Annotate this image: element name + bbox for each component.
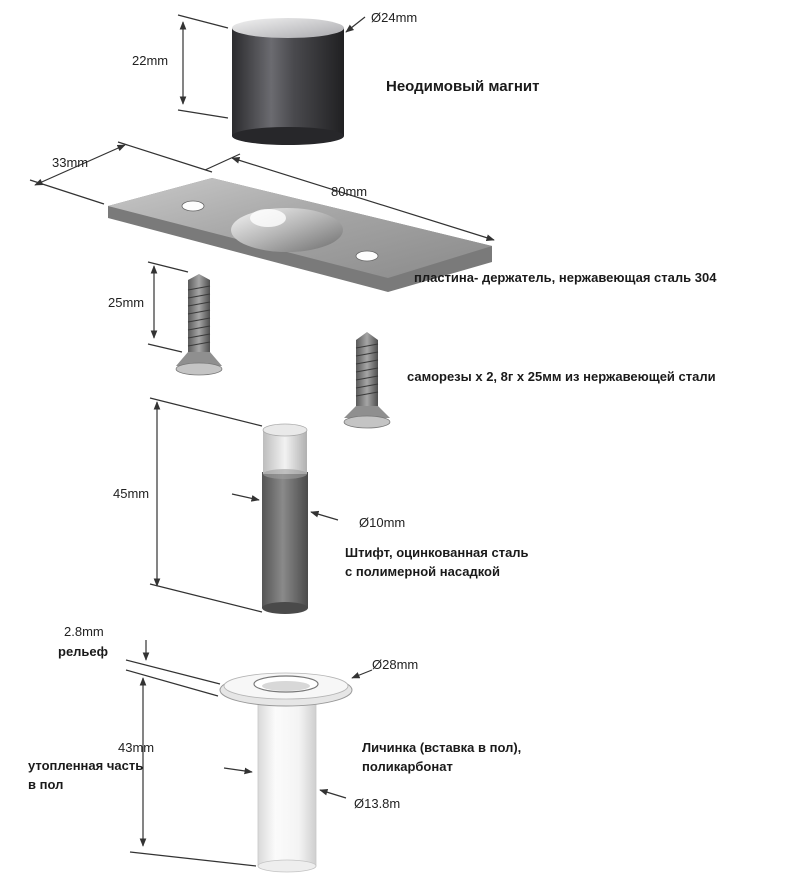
magnet-height-dimension xyxy=(177,14,229,119)
insert-diameter-arrows xyxy=(223,669,373,799)
pin-name-line2: с полимерной насадкой xyxy=(345,564,500,579)
plate-length-label: 80mm xyxy=(331,184,368,199)
screws-name: саморезы х 2, 8г х 25мм из нержавеющей с… xyxy=(407,369,716,384)
insert-relief-caption: рельеф xyxy=(58,644,109,659)
magnet-diameter-label: Ø24mm xyxy=(371,10,418,25)
insert-depth-caption-line2: в пол xyxy=(28,777,64,792)
insert-name-line1: Личинка (вставка в пол), xyxy=(362,740,522,755)
insert-depth-label: 43mm xyxy=(118,740,155,755)
magnet-name: Неодимовый магнит xyxy=(386,78,540,95)
insert-name-line2: поликарбонат xyxy=(362,759,453,774)
screw-length-label: 25mm xyxy=(108,295,145,310)
insert-top-diameter-label: Ø28mm xyxy=(372,657,419,672)
pin-length-dimension xyxy=(149,397,263,613)
insert-relief-label: 2.8mm xyxy=(64,624,104,639)
magnet-diameter-leader xyxy=(345,16,366,33)
pin-name-line1: Штифт, оцинкованная сталь xyxy=(345,545,529,560)
pin-diameter-arrows xyxy=(231,493,339,521)
pin-diameter-label: Ø10mm xyxy=(359,515,406,530)
steel-pin xyxy=(262,423,308,614)
insert-depth-caption-line1: утопленная часть xyxy=(28,758,144,773)
screw-right xyxy=(343,332,391,429)
screw-left xyxy=(175,274,223,376)
plate-width-label: 33mm xyxy=(52,155,89,170)
floor-insert xyxy=(219,672,353,873)
neodymium-magnet xyxy=(232,18,344,145)
plate-name: пластина- держатель, нержавеющая сталь 3… xyxy=(414,270,717,285)
insert-diameter-label: Ø13.8m xyxy=(354,796,401,811)
insert-depth-dimension xyxy=(129,677,257,867)
screw-length-dimension xyxy=(147,261,189,353)
pin-length-label: 45mm xyxy=(113,486,150,501)
plate-width-dimension xyxy=(29,141,213,205)
insert-relief-dimension xyxy=(125,640,221,697)
magnet-height-label: 22mm xyxy=(132,53,169,68)
plate-length-dimension xyxy=(204,153,495,241)
